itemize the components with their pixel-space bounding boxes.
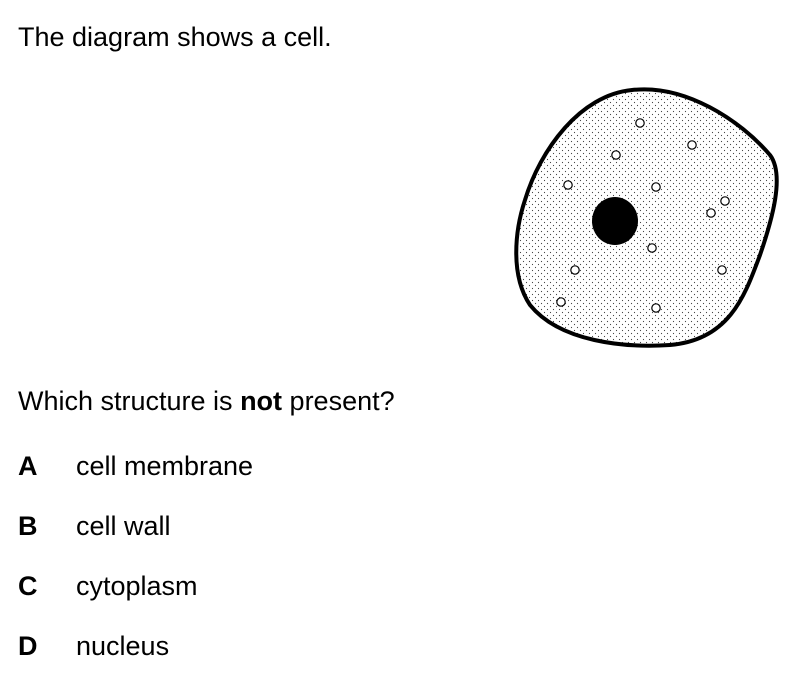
option-letter: D [18, 631, 38, 661]
option-text: nucleus [76, 631, 170, 661]
option-text: cytoplasm [76, 571, 198, 601]
vacuole [556, 297, 566, 307]
vacuole [687, 140, 697, 150]
vacuole [647, 243, 657, 253]
option-letter: A [18, 451, 38, 481]
vacuole [570, 265, 580, 275]
option-d[interactable]: D nucleus [18, 629, 253, 689]
vacuole [651, 182, 661, 192]
vacuole [611, 150, 621, 160]
vacuole [706, 208, 716, 218]
vacuole [717, 265, 727, 275]
option-letter: C [18, 571, 38, 601]
question-emphasis: not [240, 386, 283, 416]
vacuole [563, 180, 573, 190]
question-text: Which structure is not present? [18, 386, 395, 416]
cell-membrane-outline [514, 87, 779, 348]
vacuoles [556, 118, 730, 313]
vacuole [651, 303, 661, 313]
option-text: cell membrane [76, 451, 254, 481]
vacuole [635, 118, 645, 128]
intro-text: The diagram shows a cell. [18, 22, 332, 52]
vacuole [720, 196, 730, 206]
answer-options: A cell membrane B cell wall C cytoplasm … [18, 449, 253, 689]
option-b[interactable]: B cell wall [18, 509, 253, 569]
option-c[interactable]: C cytoplasm [18, 569, 253, 629]
option-text: cell wall [76, 511, 171, 541]
option-a[interactable]: A cell membrane [18, 449, 253, 509]
cell-diagram [514, 87, 779, 348]
nucleus [592, 197, 638, 245]
option-letter: B [18, 511, 38, 541]
